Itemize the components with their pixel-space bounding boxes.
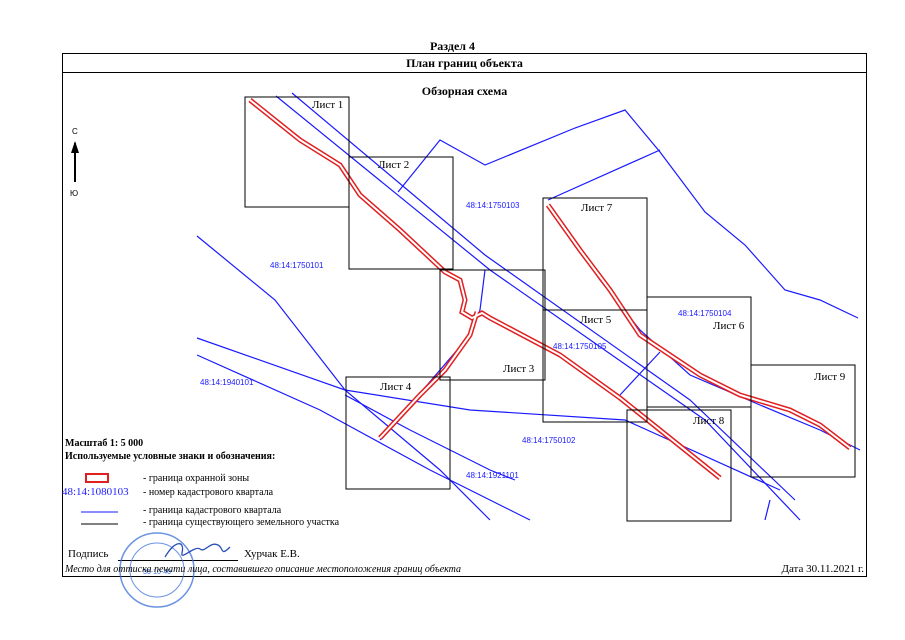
handwritten-signature	[164, 543, 231, 558]
sheet-label: Лист 6	[713, 320, 745, 332]
seal-stamp: 36-10-40	[119, 532, 195, 608]
sheet-label: Лист 9	[814, 371, 846, 383]
legend-code: 48:14:1080103	[62, 486, 129, 498]
north-arrow-icon: С Ю	[70, 127, 79, 198]
stamp-number: 36-10-40	[143, 569, 171, 576]
cadastral-line	[291, 92, 796, 501]
cadastral-line	[397, 109, 859, 319]
cadastral-label: 48:14:1940101	[200, 378, 254, 387]
cadastral-line	[619, 351, 661, 396]
cadastral-label: 48:14:1750102	[522, 436, 576, 445]
sheet-label: Лист 5	[580, 314, 612, 326]
legend-item: - граница кадастрового квартала	[143, 505, 282, 516]
cadastral-label: 48:14:1750101	[270, 261, 324, 270]
sheet-label: Лист 3	[503, 363, 535, 375]
cadastral-label: 48:14:1750103	[466, 201, 520, 210]
legend-item: - граница существующего земельного участ…	[143, 517, 340, 528]
sheet-label: Лист 4	[380, 381, 412, 393]
sheet-frame-9	[750, 364, 856, 478]
sheet-label: Лист 8	[693, 415, 725, 427]
zone-inner	[249, 99, 851, 479]
signature-line	[118, 560, 238, 561]
sheet-frame-4	[345, 376, 451, 490]
legend-item: - граница охранной зоны	[143, 473, 250, 484]
cadastral-line	[764, 499, 771, 521]
cadastral-boundaries	[196, 92, 861, 521]
section-title: Раздел 4	[429, 39, 476, 53]
sheet-label: Лист 2	[378, 159, 409, 171]
protection-zone	[248, 98, 852, 480]
cadastral-line	[196, 354, 531, 521]
sheet-frame-2	[348, 156, 454, 270]
legend-zone-symbol	[85, 473, 109, 483]
plan-title: План границ объекта	[62, 53, 867, 73]
sheet-label: Лист 7	[581, 202, 613, 214]
legend-item: - номер кадастрового квартала	[143, 487, 274, 498]
cadastral-line	[379, 269, 486, 441]
cadastral-label: 48:14:1750105	[553, 342, 607, 351]
signer-name: Хурчак Е.В.	[244, 548, 300, 560]
scale-text: Масштаб 1: 5 000	[65, 438, 144, 449]
sheet-frame-6	[646, 296, 752, 408]
plan-frame	[62, 53, 867, 577]
cadastral-label: 48:14:1750104	[678, 309, 732, 318]
sheet-label: Лист 1	[312, 99, 343, 111]
sheet-frame-8	[626, 409, 732, 522]
sheet-frame-7	[542, 197, 648, 311]
south-label: Ю	[70, 189, 78, 198]
date-text: Дата 30.11.2021 г.	[781, 563, 864, 575]
sheet-frame-1	[244, 96, 350, 208]
north-label: С	[72, 127, 78, 136]
cadastral-line	[275, 95, 801, 521]
cadastral-line	[547, 149, 661, 201]
sheet-frames	[244, 96, 856, 522]
legend-title: Используемые условные знаки и обозначени…	[65, 451, 276, 462]
sheet-frame-3	[439, 269, 546, 381]
signature-label: Подпись	[68, 548, 109, 560]
cadastral-line	[196, 337, 781, 491]
cadastral-label: 48:14:1921101	[466, 471, 519, 480]
stamp-note: Место для оттиска печати лица, составивш…	[65, 564, 462, 575]
overview-title: Обзорная схема	[421, 84, 508, 98]
